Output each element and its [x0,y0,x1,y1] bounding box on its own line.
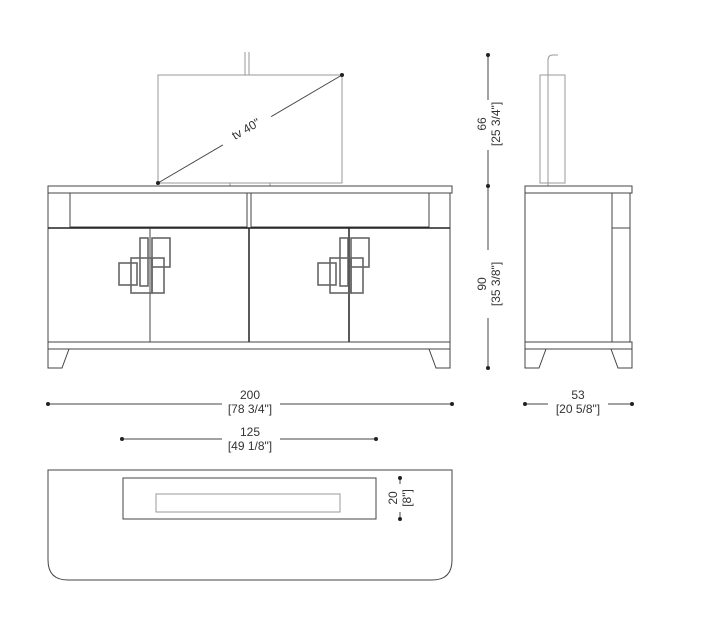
opening-width-cm: 125 [240,425,260,439]
tv-opening [122,477,377,520]
drawer-left [69,192,248,228]
drawer-right [250,192,430,228]
width-dimension: 200 [78 3/4"] [46,388,454,416]
depth-in: [20 5/8"] [556,402,600,416]
cabinet-top-outline [47,469,453,581]
cabinet-top [47,185,453,194]
cabinet-height-in: [35 3/8"] [489,262,503,306]
opening-depth-cm: 20 [386,491,400,505]
width-in: [78 3/4"] [228,402,272,416]
door-handle-right [317,237,370,294]
cabinet-height-cm: 90 [475,277,489,291]
width-cm: 200 [240,388,260,402]
tv-height-cm: 66 [475,117,489,131]
tv-size-label: tv 40" [229,115,262,142]
height-dimension: 66 [25 3/4"] 90 [35 3/8"] [475,53,503,370]
door-handle-left [118,237,171,294]
front-view: tv 40" [47,52,453,369]
opening-depth-in: [8"] [400,489,414,507]
opening-width-in: [49 1/8"] [228,439,272,453]
tv-lift-pole [547,54,558,186]
depth-cm: 53 [571,388,585,402]
top-view: 20 [8"] [47,469,453,581]
depth-dimension: 53 [20 5/8"] [523,388,634,416]
tv-slot [155,493,341,513]
opening-width-dimension: 125 [49 1/8"] [120,425,378,453]
tv-height-in: [25 3/4"] [489,102,503,146]
cabinet-legs [47,348,451,369]
side-view [524,54,633,369]
tv-side [539,74,566,184]
